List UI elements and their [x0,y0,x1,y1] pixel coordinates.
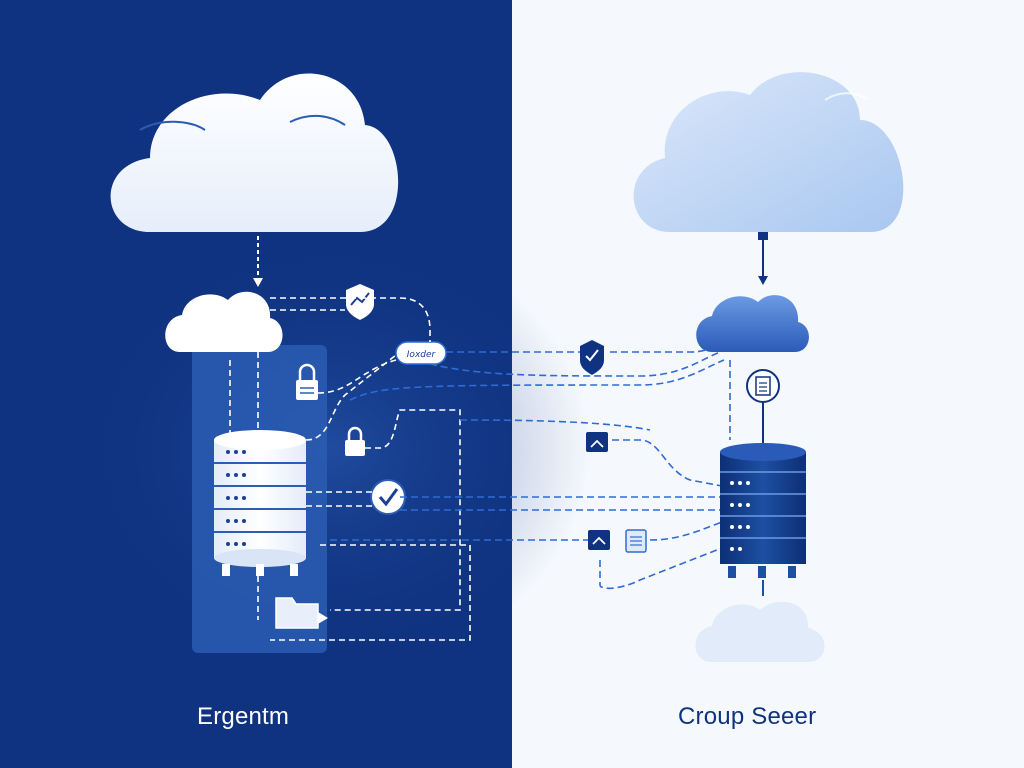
arrow-down-icon [758,276,768,285]
lock-icon [296,363,318,400]
padlock-icon [345,426,365,456]
checkmark-icon [370,479,406,515]
database-server-icon [214,430,306,576]
left-glow [70,230,590,670]
document-icon [625,529,647,553]
cloud-icon [110,73,399,232]
document-icon [746,369,780,403]
center-node: Ioxder [395,341,447,365]
arrow-down-icon [253,278,263,287]
left-panel-title: Ergentm [197,703,290,730]
cloud-port [758,232,768,240]
shield-icon [580,340,604,375]
cloud-icon [633,72,904,232]
folder-icon [275,597,328,629]
cloud-icon [696,295,809,352]
lock-icon [588,530,610,550]
cloud-icon [695,601,825,662]
right-panel-title: Croup Seeer [678,703,817,730]
left-links [229,297,471,641]
lock-icon [586,432,608,452]
center-node-label: Ioxder [407,350,437,360]
database-server-icon [720,443,806,578]
cloud-icon [165,291,283,352]
